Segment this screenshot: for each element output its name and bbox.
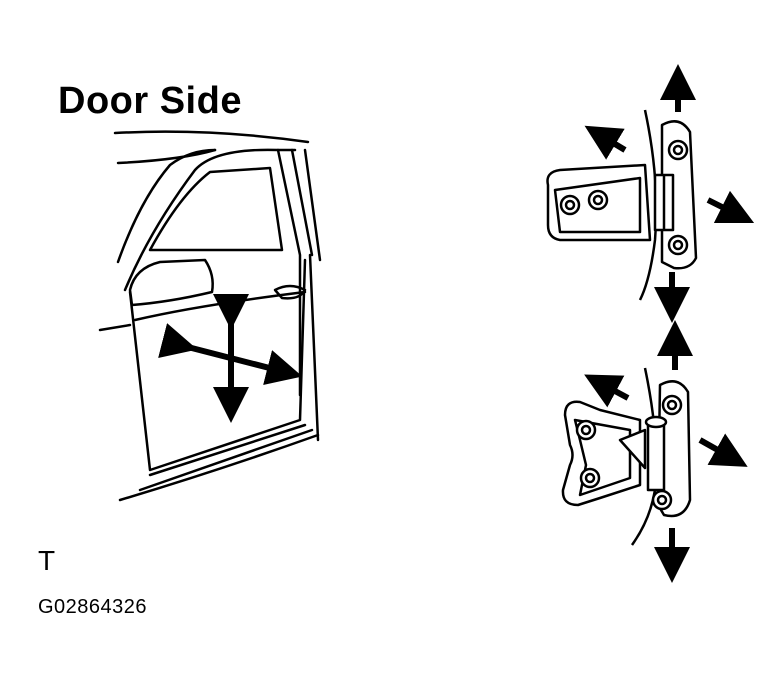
car-door-drawing (98, 130, 322, 502)
diagram-title: Door Side (58, 80, 242, 122)
upper-hinge-arrows (584, 64, 755, 323)
illustration-code: G02864326 (38, 596, 148, 618)
upper-hinge-drawing (546, 109, 698, 301)
door-adjust-arrows (158, 294, 303, 423)
lower-hinge-arrows (584, 320, 748, 583)
reference-letter: T (38, 545, 56, 576)
lower-hinge-drawing (561, 367, 692, 546)
